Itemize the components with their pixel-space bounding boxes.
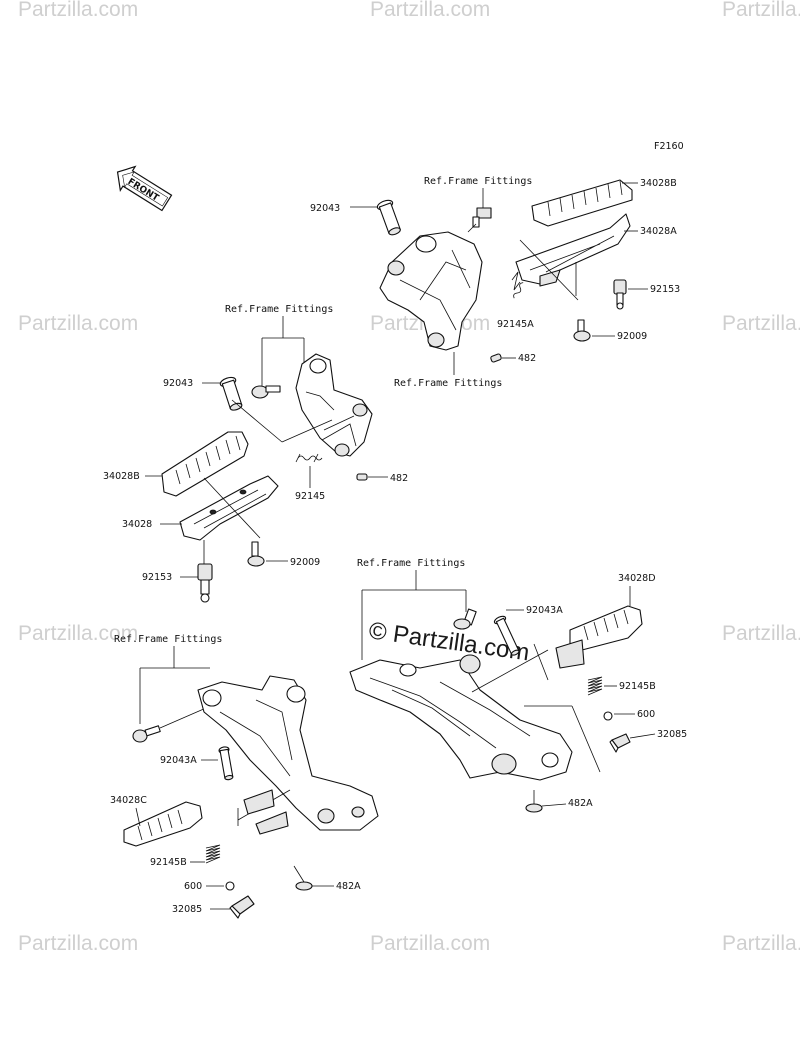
part-label-32085: 32085 <box>172 904 202 915</box>
part-label-600: 600 <box>637 709 655 720</box>
part-label-482A: 482A <box>336 881 361 892</box>
group-bottom-right: Ref.Frame Fittings © Partzilla.com <box>349 558 687 813</box>
part-label-92153: 92153 <box>142 572 172 583</box>
footrest-bracket-icon <box>379 231 483 351</box>
bolt-icon <box>467 207 492 233</box>
footrest-bracket-icon <box>197 675 379 831</box>
watermark-text: Partzilla.com <box>722 932 800 955</box>
watermark-text: Partzilla.com <box>722 622 800 645</box>
part-label-92145B: 92145B <box>619 681 656 692</box>
spring-92145-icon <box>295 453 323 463</box>
watermark-layer: Partzilla.com Partzilla.com Partzilla.co… <box>18 0 800 955</box>
bolt-icon <box>132 725 161 743</box>
part-label-92145A: 92145A <box>497 319 534 330</box>
part-label-482A: 482A <box>568 798 593 809</box>
bolt-icon <box>453 608 477 630</box>
pin-482A-icon <box>525 803 543 813</box>
footrest-bracket-icon <box>295 353 373 457</box>
part-label-92043: 92043 <box>310 203 340 214</box>
pin-92043A-icon <box>218 746 234 781</box>
part-label-482: 482 <box>390 473 408 484</box>
footpeg-34028-icon <box>179 475 279 541</box>
pin-482-icon <box>490 353 502 363</box>
bolt-92009-icon <box>247 541 265 567</box>
spring-92145B-icon <box>205 844 221 864</box>
diagram-code: F2160 <box>654 141 684 152</box>
group-bottom-left: Ref.Frame Fittings 92043A <box>110 634 379 919</box>
part-label-34028D: 34028D <box>618 573 656 584</box>
spring-92145B-icon <box>587 676 603 696</box>
bolt-92153-icon <box>613 279 627 310</box>
part-label-92043: 92043 <box>163 378 193 389</box>
part-label-92043A: 92043A <box>526 605 563 616</box>
footrest-bracket-icon <box>349 654 573 781</box>
part-label-34028B: 34028B <box>640 178 677 189</box>
watermark-text: Partzilla.com <box>370 0 490 21</box>
spring-92145A-icon <box>511 271 524 299</box>
bolt-92009-icon <box>573 319 591 342</box>
watermark-text: Partzilla.com <box>722 0 800 21</box>
ref-frame-fittings-label: Ref.Frame Fittings <box>114 634 222 645</box>
part-label-34028A: 34028A <box>640 226 677 237</box>
ref-frame-fittings-label: Ref.Frame Fittings <box>357 558 465 569</box>
part-label-600: 600 <box>184 881 202 892</box>
plate-32085-icon <box>609 733 631 753</box>
part-label-92153: 92153 <box>650 284 680 295</box>
part-label-92043A: 92043A <box>160 755 197 766</box>
part-label-32085: 32085 <box>657 729 687 740</box>
ref-frame-fittings-label: Ref.Frame Fittings <box>394 378 502 389</box>
footpeg-rubber-34028B-icon <box>531 179 633 227</box>
bolt-92153-icon <box>197 540 213 603</box>
part-label-34028: 34028 <box>122 519 152 530</box>
part-label-92145B: 92145B <box>150 857 187 868</box>
group-middle-left: Ref.Frame Fittings 92043 <box>103 304 408 603</box>
ball-600-icon <box>603 711 613 721</box>
footpeg-34028C-icon <box>123 789 289 847</box>
footpeg-34028D-icon <box>555 605 643 669</box>
footpeg-rubber-34028B-icon <box>161 431 249 497</box>
watermark-text: Partzilla.com <box>18 932 138 955</box>
part-label-92009: 92009 <box>617 331 647 342</box>
ref-frame-fittings-label: Ref.Frame Fittings <box>424 176 532 187</box>
ref-frame-fittings-label: Ref.Frame Fittings <box>225 304 333 315</box>
pin-482-icon <box>356 473 368 481</box>
part-label-92009: 92009 <box>290 557 320 568</box>
group-top-right: Ref.Frame Fittings 92043 <box>310 176 680 389</box>
pin-482A-icon <box>295 881 313 891</box>
part-label-34028B: 34028B <box>103 471 140 482</box>
front-arrow-icon: FRONT <box>116 165 173 212</box>
plate-32085-icon <box>229 895 255 919</box>
pin-92043A-icon <box>493 615 520 656</box>
footpeg-34028A-icon <box>515 213 631 287</box>
ball-600-icon <box>225 881 235 891</box>
watermark-text: Partzilla.com <box>18 0 138 21</box>
bolt-icon <box>251 385 281 399</box>
part-label-34028C: 34028C <box>110 795 147 806</box>
watermark-text: Partzilla.com <box>722 312 800 335</box>
pin-92043-icon <box>219 376 243 411</box>
part-label-482: 482 <box>518 353 536 364</box>
pin-92043-icon <box>376 199 401 236</box>
watermark-text: Partzilla.com <box>18 312 138 335</box>
part-label-92145: 92145 <box>295 491 325 502</box>
watermark-text: Partzilla.com <box>370 932 490 955</box>
watermark-text: Partzilla.com <box>18 622 138 645</box>
